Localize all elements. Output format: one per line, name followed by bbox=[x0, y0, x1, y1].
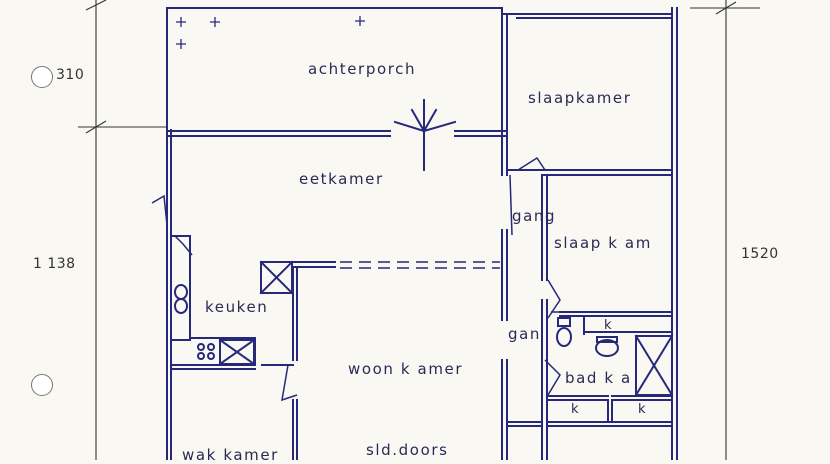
walls bbox=[166, 7, 678, 460]
dimension-label-right-mid: 1520 bbox=[741, 246, 779, 262]
room-label-wakkamer: wak kamer bbox=[182, 446, 279, 464]
room-label-keuken: keuken bbox=[205, 298, 269, 316]
closet-label-3: k bbox=[638, 402, 647, 417]
closet-label-2: k bbox=[571, 402, 580, 417]
room-label-slaapkamer-2: slaap k am bbox=[554, 234, 652, 252]
room-label-slaapkamer-1: slaapkamer bbox=[528, 89, 632, 107]
room-label-woonkamer: woon k amer bbox=[348, 360, 464, 378]
room-label-gang-2: gan bbox=[508, 325, 542, 343]
binder-hole-top bbox=[31, 66, 53, 88]
dimension-label-left-top: 310 bbox=[56, 67, 85, 83]
room-label-badkamer: bad k a bbox=[565, 369, 632, 387]
closet-label-1: k bbox=[604, 318, 613, 333]
room-label-sld-doors: sld.doors bbox=[366, 441, 449, 459]
dimension-lines bbox=[78, 0, 760, 460]
binder-hole-bottom bbox=[31, 374, 53, 396]
room-label-achterporch: achterporch bbox=[308, 60, 417, 78]
room-label-gang-1: gang bbox=[512, 207, 557, 225]
dashed-openings bbox=[340, 261, 672, 313]
dimension-label-left-mid: 1 138 bbox=[33, 256, 76, 272]
room-label-eetkamer: eetkamer bbox=[299, 170, 384, 188]
decorative-stars bbox=[176, 16, 365, 49]
door-swings bbox=[151, 156, 561, 402]
